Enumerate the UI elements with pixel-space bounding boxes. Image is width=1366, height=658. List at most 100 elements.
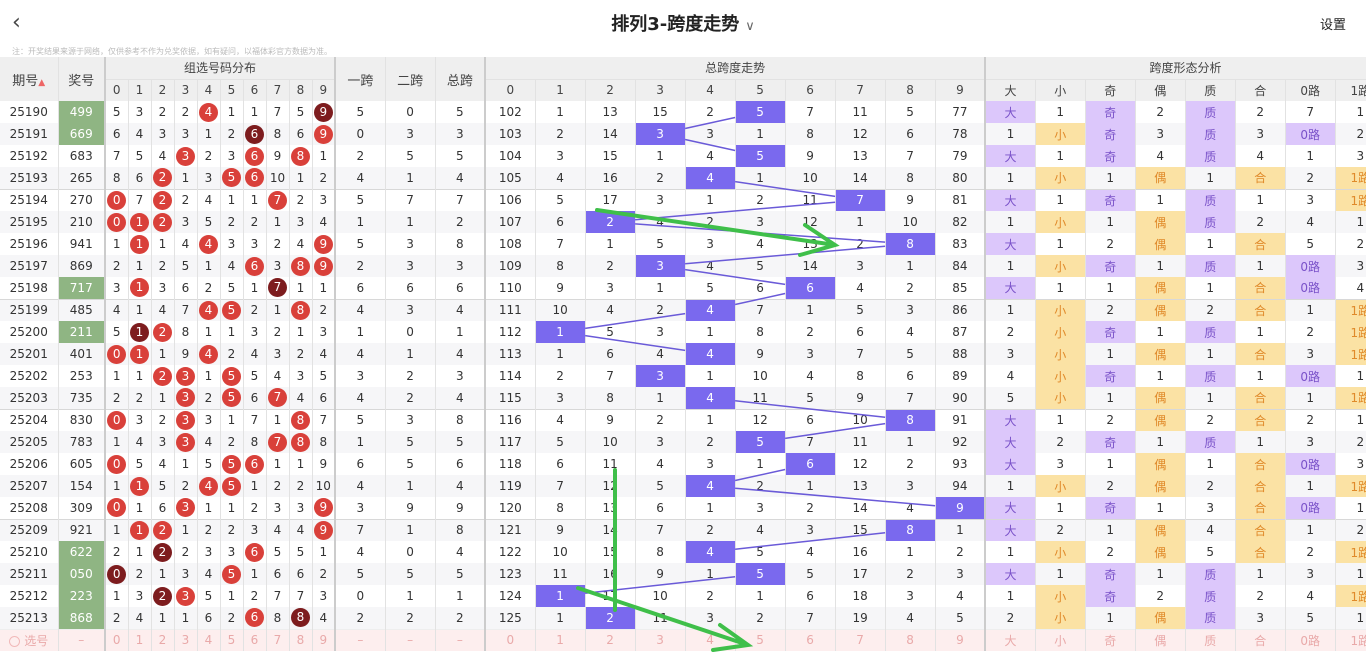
dist-cell: 1: [243, 475, 267, 497]
trend-cell: 88: [935, 343, 987, 365]
trend-cell: 6: [785, 585, 836, 607]
select-trend-digit[interactable]: 1: [535, 628, 586, 651]
select-shape[interactable]: 1路: [1335, 628, 1366, 651]
select-digit[interactable]: 0: [105, 628, 129, 651]
select-digit[interactable]: 5: [220, 628, 244, 651]
settings-button[interactable]: 设置: [1319, 18, 1346, 33]
trend-hit-cell: 5: [735, 431, 786, 453]
dist-cell: 3: [243, 518, 267, 541]
dist-cell: 2: [266, 475, 290, 497]
span2-cell: 9: [385, 497, 436, 519]
select-shape[interactable]: 0路: [1285, 628, 1336, 651]
trend-cell: 4: [585, 298, 636, 321]
select-trend-digit[interactable]: 3: [635, 628, 686, 651]
page-title[interactable]: 排列3-跨度走势∨: [0, 10, 1366, 36]
dist-cell: 1: [128, 298, 152, 321]
shape-hit-cell: 合: [1235, 233, 1286, 255]
select-shape[interactable]: 小: [1035, 628, 1086, 651]
select-digit[interactable]: 8: [289, 628, 313, 651]
hit-ball: 2: [153, 168, 172, 188]
select-digit[interactable]: 3: [174, 628, 198, 651]
select-digit[interactable]: 6: [243, 628, 267, 651]
shape-cell: 2: [1285, 408, 1336, 431]
dist-cell: 1: [243, 188, 267, 211]
select-shape[interactable]: 质: [1185, 628, 1236, 651]
select-trend-digit[interactable]: 9: [935, 628, 987, 651]
trend-digit-header: 4: [685, 78, 736, 101]
span1-cell: 6: [335, 277, 386, 299]
trend-cell: 4: [635, 343, 686, 365]
shape-hit-cell: 合: [1235, 453, 1286, 475]
trend-hit-cell: 1: [535, 585, 586, 607]
trend-cell: 85: [935, 277, 987, 299]
trend-cell: 5: [535, 188, 586, 211]
col-issue-header[interactable]: 期号▲: [0, 57, 59, 101]
select-digit[interactable]: 2: [151, 628, 175, 651]
select-trend-digit[interactable]: 8: [885, 628, 936, 651]
select-digit[interactable]: 1: [128, 628, 152, 651]
select-digit[interactable]: 9: [312, 628, 337, 651]
span2-cell: 6: [385, 277, 436, 299]
shape-cell: 2: [1085, 233, 1136, 255]
select-trend-digit[interactable]: 2: [585, 628, 636, 651]
shape-cell: 1: [1335, 211, 1366, 233]
span1-cell: 4: [335, 387, 386, 409]
trend-cell: 8: [535, 255, 586, 277]
select-trend-digit[interactable]: 4: [685, 628, 736, 651]
shape-hit-cell: 奇: [1085, 365, 1136, 387]
select-shape[interactable]: 奇: [1085, 628, 1136, 651]
shape-cell: 1: [1035, 233, 1086, 255]
shape-hit-cell: 小: [1035, 255, 1086, 277]
select-trend-digit[interactable]: 0: [485, 628, 536, 651]
select-shape[interactable]: 大: [985, 628, 1036, 651]
select-trend-digit[interactable]: 6: [785, 628, 836, 651]
dist-cell: 4: [197, 233, 221, 255]
select-cell[interactable]: 选号: [0, 628, 59, 651]
dist-cell: 3: [220, 541, 244, 563]
trend-cell: 5: [535, 431, 586, 453]
select-shape[interactable]: 合: [1235, 628, 1286, 651]
trend-hit-cell: 6: [785, 453, 836, 475]
dist-cell: 3: [174, 408, 198, 431]
shape-hit-cell: 合: [1235, 167, 1286, 189]
back-button[interactable]: ‹: [12, 10, 21, 35]
span1-cell: 1: [335, 321, 386, 343]
dist-cell: 6: [243, 123, 267, 145]
trend-cell: 5: [585, 321, 636, 343]
select-shape[interactable]: 偶: [1135, 628, 1186, 651]
trend-cell: 3: [785, 518, 836, 541]
trend-cell: 10: [735, 365, 786, 387]
shape-cell: 3: [1285, 343, 1336, 365]
select-digit[interactable]: 7: [266, 628, 290, 651]
select-digit[interactable]: 4: [197, 628, 221, 651]
select-trend-digit[interactable]: 7: [835, 628, 886, 651]
span1-cell: 4: [335, 343, 386, 365]
select-trend-digit[interactable]: 5: [735, 628, 786, 651]
